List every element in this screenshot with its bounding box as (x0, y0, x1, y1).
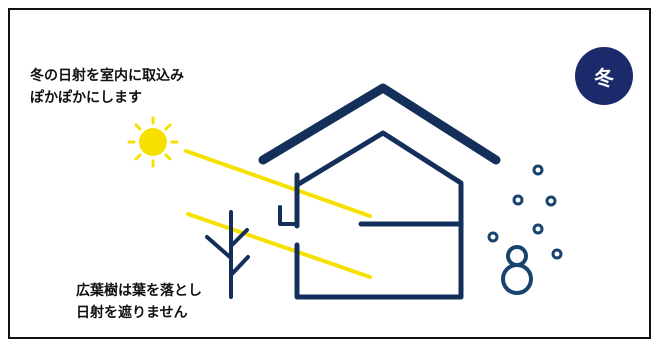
sun-caption-line1: 冬の日射を室内に取込み (30, 68, 184, 84)
illustration-frame (8, 8, 651, 339)
house-icon (258, 83, 501, 300)
bare-tree-icon (205, 210, 250, 299)
sun-icon (127, 116, 179, 168)
snowman-icon (501, 245, 533, 295)
tree-caption-line2: 日射を遮りません (76, 305, 188, 321)
season-badge-label: 冬 (594, 65, 614, 90)
tree-caption-line1: 広葉樹は葉を落とし (76, 283, 202, 299)
tree-caption: 広葉樹は葉を落とし 日射を遮りません (76, 280, 202, 324)
sun-caption-line2: ぽかぽかにします (30, 90, 142, 106)
sun-caption: 冬の日射を室内に取込み ぽかぽかにします (30, 65, 184, 109)
sunlight-rays (184, 149, 372, 279)
snowflake-dot-icon (487, 164, 563, 260)
winter-season-badge: 冬 (575, 47, 633, 105)
